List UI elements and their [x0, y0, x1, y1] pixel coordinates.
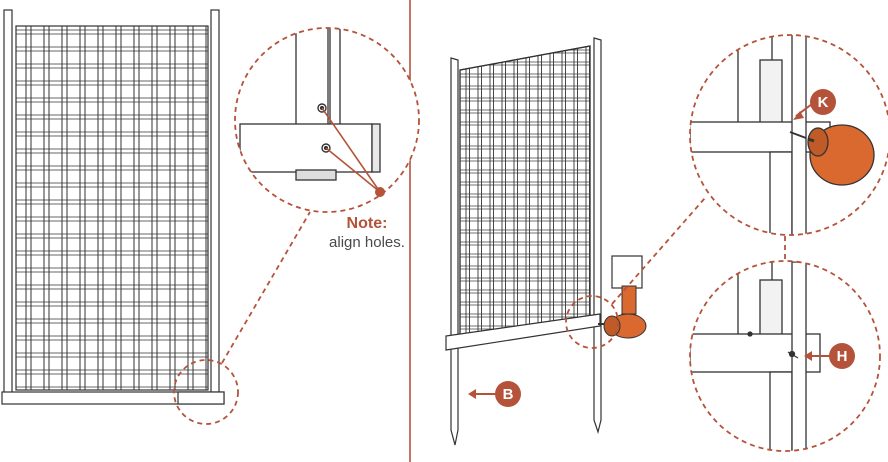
callout-h: H — [804, 343, 855, 369]
detail-leader-left — [173, 211, 311, 425]
detail-leaders-right — [611, 197, 786, 305]
note-box: Note: align holes. — [312, 214, 422, 252]
drill-tool — [598, 255, 647, 339]
detail-align-holes — [234, 27, 420, 213]
detail-marker-drill — [565, 295, 619, 349]
note-title: Note: — [346, 215, 388, 232]
callout-k: K — [793, 89, 836, 120]
callout-h-label: H — [837, 348, 848, 365]
callout-b-label: B — [503, 386, 514, 403]
callout-b: B — [468, 381, 521, 407]
right-trellis — [445, 37, 602, 446]
note-text: align holes. — [329, 234, 405, 251]
left-trellis — [1, 9, 225, 405]
detail-bolt-h — [689, 260, 881, 452]
callout-k-label: K — [818, 94, 829, 111]
detail-screw-k — [689, 34, 888, 236]
